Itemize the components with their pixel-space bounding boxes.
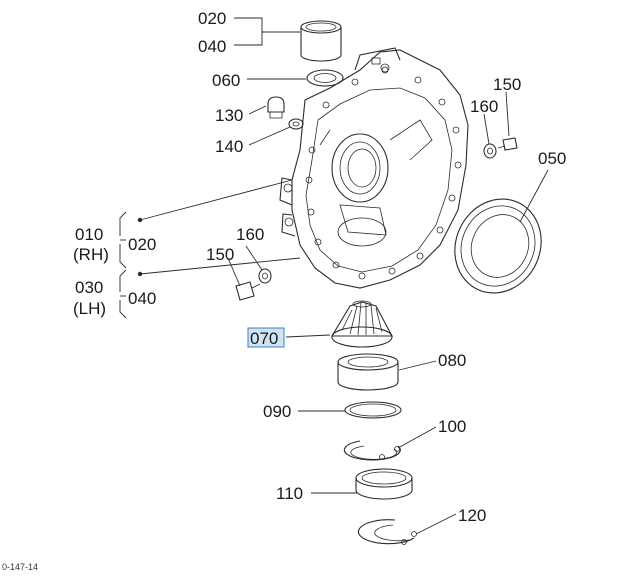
washer-140-drawing bbox=[288, 118, 304, 130]
washer-160-right-drawing bbox=[483, 143, 497, 159]
seal-050-drawing bbox=[454, 198, 542, 294]
callout-160-left[interactable]: 160 bbox=[236, 225, 264, 244]
leader-lines bbox=[139, 17, 549, 535]
callout-050[interactable]: 050 bbox=[538, 149, 566, 168]
callout-070[interactable]: 070 bbox=[250, 329, 278, 348]
bolt-150-right-drawing bbox=[497, 137, 518, 151]
callout-080[interactable]: 080 bbox=[438, 351, 466, 370]
plug-130-drawing bbox=[267, 96, 285, 119]
label-lh: (LH) bbox=[73, 299, 106, 318]
callout-150-right[interactable]: 150 bbox=[493, 75, 521, 94]
callout-040-side[interactable]: 040 bbox=[128, 289, 156, 308]
label-rh: (RH) bbox=[73, 245, 109, 264]
figure-code: 0-147-14 bbox=[2, 562, 38, 572]
bushing-020-drawing bbox=[300, 20, 342, 62]
bearing-080-drawing bbox=[337, 353, 399, 391]
callout-070-selection-box bbox=[247, 327, 285, 348]
snap-ring-120-drawing bbox=[357, 519, 417, 545]
bracket-dot-lh bbox=[137, 271, 143, 277]
callout-130[interactable]: 130 bbox=[215, 106, 243, 125]
shim-090-drawing bbox=[344, 401, 402, 419]
rh-lh-bracket bbox=[119, 211, 143, 319]
callout-110[interactable]: 110 bbox=[276, 484, 303, 503]
bracket-dot-rh bbox=[137, 217, 143, 223]
snap-ring-100-drawing bbox=[343, 440, 401, 461]
callout-010[interactable]: 010 bbox=[75, 225, 103, 244]
callout-020-side[interactable]: 020 bbox=[128, 235, 156, 254]
callout-160-right[interactable]: 160 bbox=[470, 97, 498, 116]
callout-150-left[interactable]: 150 bbox=[206, 245, 234, 264]
collar-110-drawing bbox=[355, 468, 413, 500]
callout-030[interactable]: 030 bbox=[75, 278, 103, 297]
bolt-150-left-drawing bbox=[235, 281, 261, 301]
callout-040-top[interactable]: 040 bbox=[198, 37, 226, 56]
callout-140[interactable]: 140 bbox=[215, 137, 243, 156]
callout-100[interactable]: 100 bbox=[438, 417, 466, 436]
callout-120[interactable]: 120 bbox=[458, 506, 486, 525]
callout-020-top[interactable]: 020 bbox=[198, 9, 226, 28]
gear-case-housing-drawing bbox=[279, 47, 469, 289]
callout-090[interactable]: 090 bbox=[263, 402, 291, 421]
callout-060[interactable]: 060 bbox=[212, 71, 240, 90]
bevel-gear-070-drawing bbox=[331, 300, 393, 348]
seal-060-drawing bbox=[306, 69, 344, 87]
washer-160-left-drawing bbox=[258, 268, 272, 284]
